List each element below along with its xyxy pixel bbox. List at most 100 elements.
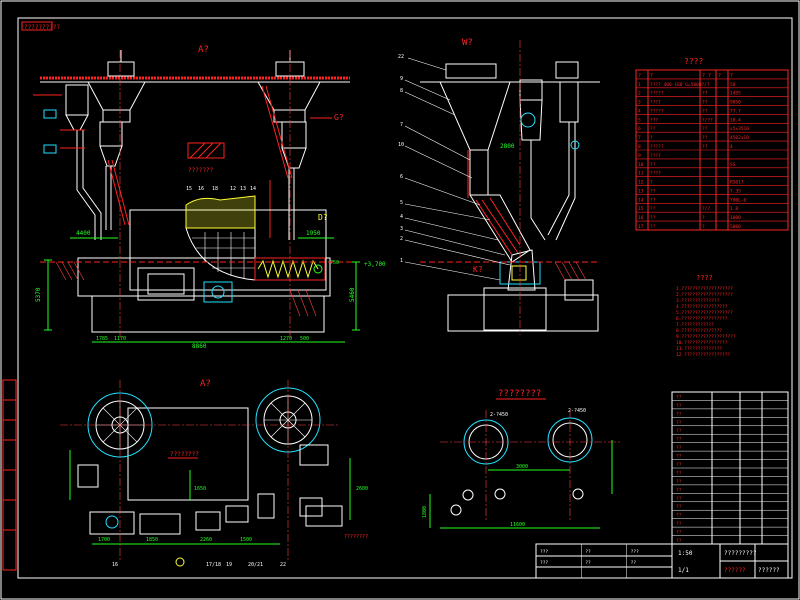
- note-box-hatch: [189, 142, 222, 159]
- plan-side-box: [305, 505, 343, 527]
- parts-table-header-cell: ?: [650, 73, 653, 79]
- plan-callouts: 16 17/18 19 20/21 22: [112, 562, 286, 568]
- parts-table-rows: ??? ???1???? 400-160 G=5000?/?502???????…: [636, 73, 788, 230]
- front-part-callouts: 15 16 18 12 13 14: [186, 186, 256, 192]
- note-line: 7.????????????: [676, 322, 714, 328]
- parts-table-cell: ??: [702, 144, 708, 150]
- plan-dimensions: [69, 450, 351, 545]
- parts-table-cell: 4: [638, 108, 641, 114]
- parts-table-cell: 1495: [730, 91, 741, 97]
- dim-right-height: 5460: [349, 287, 356, 302]
- plan-dim-texts: 1700 1850 2260 1500 2600 1650: [98, 486, 368, 543]
- plan-center-label: ????????: [170, 451, 199, 458]
- parts-table-cell: 3: [638, 100, 641, 106]
- parts-table-cell: ??: [650, 224, 656, 230]
- parts-table-cell: ??: [650, 126, 656, 132]
- motor: [203, 281, 233, 303]
- ground-hatch: [55, 261, 317, 317]
- notes-title: ????: [696, 274, 713, 282]
- parts-table-cell: R5017: [730, 180, 744, 186]
- section-centerlines: [440, 410, 620, 520]
- parts-table-cell: ?????: [650, 108, 664, 114]
- plan-body: [127, 407, 249, 501]
- parts-table-cell: 1: [638, 82, 641, 88]
- parts-table-header-cell: ?: [718, 73, 721, 79]
- gearbox: [137, 267, 195, 301]
- plan-view: A?: [60, 379, 368, 568]
- parts-table-cell: SS: [730, 162, 736, 168]
- note-line: 1.???????????????????: [676, 286, 733, 292]
- revision-row-label: ??: [676, 513, 682, 519]
- corner-tag-box: [21, 21, 53, 31]
- revision-row-label: ??: [676, 496, 682, 502]
- right-cyclone-hatch: [261, 85, 293, 238]
- section-dim-2: 3000: [516, 464, 528, 470]
- side-k-label: K?: [473, 265, 483, 274]
- footer-cell: ???: [540, 560, 548, 566]
- parts-table-cell: ??: [702, 135, 708, 141]
- note-line: 5.???????????????????: [676, 310, 733, 316]
- parts-table-cell: 16: [638, 215, 644, 221]
- section-dimensions: [429, 440, 613, 529]
- inner-border: [17, 17, 793, 579]
- callout-18: 18: [212, 186, 218, 192]
- title-block: ???????????????????????????????????? ???…: [535, 391, 789, 579]
- revision-row-label: ??: [676, 445, 682, 451]
- parts-table-cell: ?/??: [702, 117, 713, 123]
- parts-table-title: ????: [684, 57, 703, 66]
- parts-table-cell: ?????: [650, 91, 664, 97]
- parts-table-cell: 6: [638, 126, 641, 132]
- side-part-3: 3: [400, 226, 403, 232]
- revision-row-label: ??: [676, 479, 682, 485]
- front-centerlines: [119, 50, 291, 340]
- section-dim-3: 1800: [422, 506, 428, 518]
- title-footer-cells: ???????????????: [540, 544, 639, 578]
- dim-overall-length: 8860: [192, 343, 207, 350]
- revision-row-label: ??: [676, 470, 682, 476]
- revision-row-label: ??: [676, 420, 682, 426]
- side-ground-hatch: [554, 261, 587, 281]
- revision-row-label: ??: [676, 403, 682, 409]
- dim-left-top: 4400: [76, 230, 91, 237]
- parts-table-cell: ??: [650, 206, 656, 212]
- side-view-label: W?: [462, 38, 473, 48]
- parts-table-cell: ?: [650, 180, 653, 186]
- revision-rows: ????????????????????????????????????: [672, 394, 788, 545]
- left-binding-strip: [2, 379, 17, 571]
- parts-table-cell: 9850: [730, 100, 741, 106]
- right-cyclone: [257, 81, 321, 240]
- front-g-label: G?: [334, 113, 344, 122]
- callout-12: 12: [230, 186, 236, 192]
- note-line: 6.?????????????????: [676, 316, 728, 322]
- left-valve-icon-2: [43, 144, 57, 154]
- parts-table-header-cell: ?: [638, 73, 641, 79]
- plan-side-box-label: ????????: [344, 534, 368, 540]
- side-port-icon-2: [570, 140, 580, 150]
- parts-table-cell: 5000: [730, 224, 741, 230]
- section-label: ????????: [498, 389, 541, 399]
- dim-mid: 1950: [306, 230, 321, 237]
- parts-table-cell: Y90L-6: [730, 197, 747, 203]
- plan-callout-20-21: 20/21: [248, 562, 263, 568]
- side-part-10: 10: [398, 142, 404, 148]
- plan-dim-3: 2260: [200, 537, 212, 543]
- note-line: 11.??????????????: [676, 346, 722, 352]
- parts-table-cell: ??: [702, 91, 708, 97]
- parts-table-cell: 10: [638, 162, 644, 168]
- side-part-7: 7: [400, 122, 403, 128]
- parts-table-cell: 4: [730, 144, 733, 150]
- callout-14: 14: [250, 186, 256, 192]
- title-drawing-name: ??????: [724, 567, 746, 574]
- side-part-1: 1: [400, 258, 403, 264]
- plan-dim-2: 1850: [146, 537, 158, 543]
- title-project: ?????????: [724, 550, 757, 557]
- footer-cell: ???: [631, 549, 639, 555]
- parts-table-cell: 9: [638, 153, 641, 159]
- parts-table-cell: ??: [650, 197, 656, 203]
- side-part-6: 6: [400, 174, 403, 180]
- parts-table-cell: 77.7: [730, 108, 741, 114]
- plan-dim-1: 1700: [98, 537, 110, 543]
- side-part-4: 4: [400, 214, 403, 220]
- parts-table-cell: ???: [650, 117, 658, 123]
